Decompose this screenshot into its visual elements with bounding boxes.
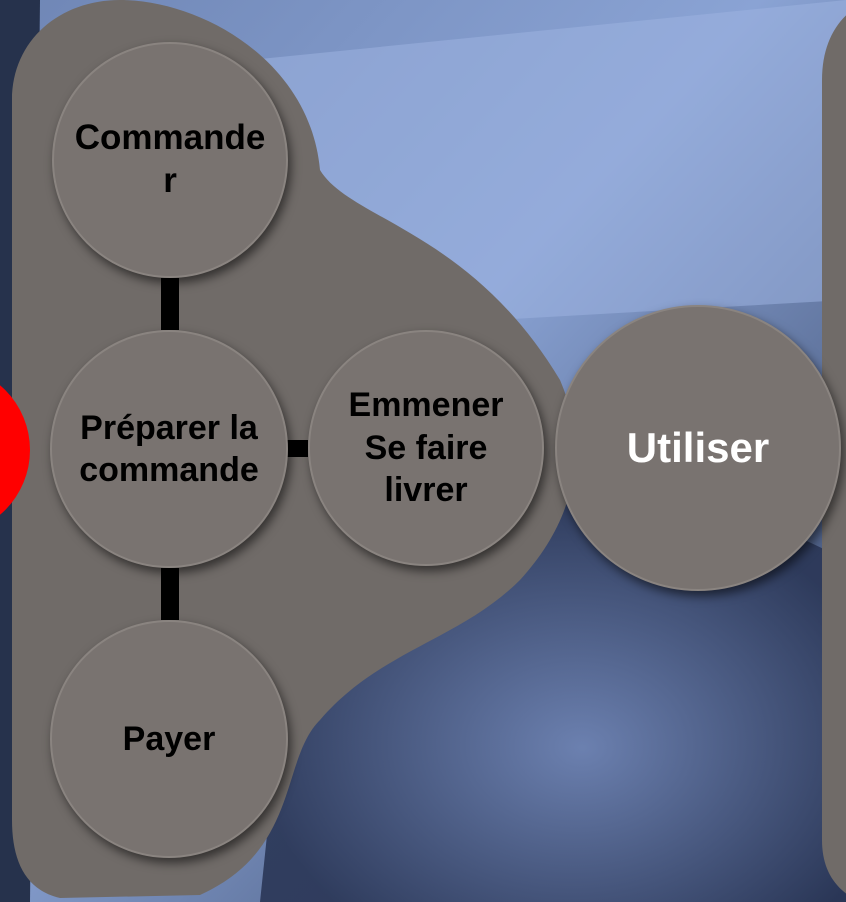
- connector-preparer-emmener: [286, 440, 308, 457]
- step-emmener-label: Emmener Se faire livrer: [348, 386, 504, 510]
- red-marker: [0, 385, 30, 515]
- step-commander: Commande r: [52, 42, 288, 278]
- connector-commander-preparer: [161, 278, 179, 330]
- step-preparer-label: Préparer la commande: [79, 408, 259, 490]
- step-utiliser-label: Utiliser: [626, 423, 770, 471]
- connector-preparer-payer: [161, 568, 179, 620]
- step-preparer: Préparer la commande: [50, 330, 288, 568]
- step-commander-label: Commande r: [74, 118, 266, 200]
- step-payer: Payer: [50, 620, 288, 858]
- step-utiliser: Utiliser: [555, 305, 841, 591]
- step-payer-label: Payer: [122, 719, 216, 758]
- step-emmener: Emmener Se faire livrer: [308, 330, 544, 566]
